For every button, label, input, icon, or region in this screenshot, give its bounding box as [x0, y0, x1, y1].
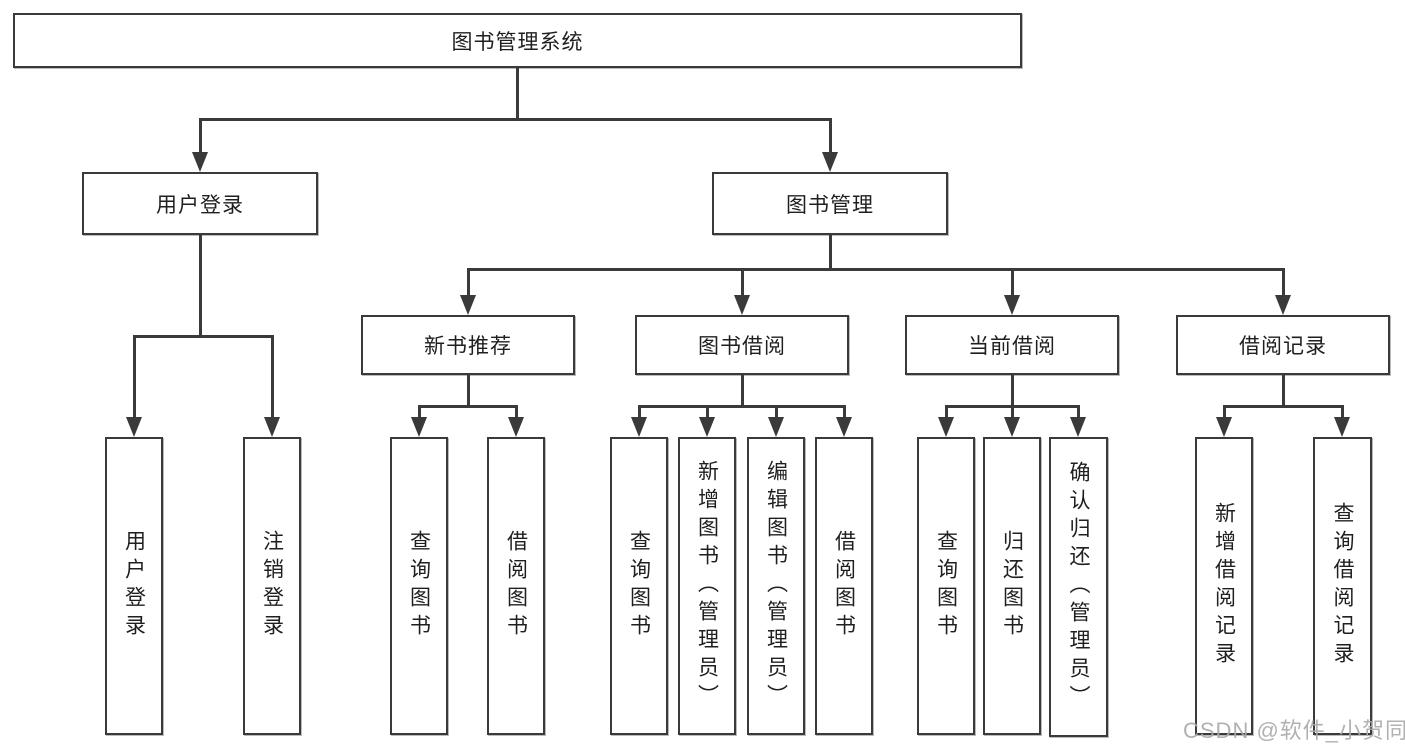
node-user-login-label: 用户登录: [156, 193, 244, 217]
arrowhead-down-icon: [938, 417, 954, 437]
arrowhead-down-icon: [126, 417, 142, 437]
arrowhead-down-icon: [411, 417, 427, 437]
leaf-borrow-books-1: 借阅图书: [487, 437, 545, 735]
connector-book-borrow-stem: [740, 375, 744, 408]
leaf-edit-book-admin: 编辑图书（管理员）: [747, 437, 805, 735]
arrowhead-down-icon: [768, 417, 784, 437]
connector-drop: [842, 405, 846, 419]
node-current-borrow-label: 当前借阅: [968, 335, 1056, 358]
connector-drop: [705, 405, 709, 419]
connector-drop: [514, 405, 518, 419]
node-user-login: 用户登录: [82, 172, 318, 235]
node-new-books-label: 新书推荐: [424, 335, 512, 358]
arrowhead-down-icon: [1334, 417, 1350, 437]
leaf-add-borrow-record: 新增借阅记录: [1195, 437, 1253, 735]
node-current-borrow: 当前借阅: [905, 315, 1119, 375]
arrowhead-down-icon: [631, 417, 647, 437]
connector-drop: [417, 405, 421, 419]
connector-drop-book-mgmt: [828, 118, 832, 154]
arrowhead-down-icon: [460, 295, 476, 315]
leaf-logout: 注销登录: [243, 437, 301, 735]
arrowhead-down-icon: [1216, 417, 1232, 437]
node-book-mgmt-label: 图书管理: [786, 193, 874, 217]
leaf-query-books-2: 查询图书: [610, 437, 668, 735]
leaf-query-books-3: 查询图书: [917, 437, 975, 735]
watermark: CSDN @软件_小贺同学: [1183, 718, 1405, 743]
connector-new-books-stem: [466, 375, 470, 408]
node-borrow-records-label: 借阅记录: [1239, 335, 1327, 358]
leaf-borrow-books-2: 借阅图书: [815, 437, 873, 735]
connector-drop: [637, 405, 641, 419]
leaf-query-borrow-record: 查询借阅记录: [1313, 437, 1372, 735]
connector-root-stem: [515, 68, 519, 120]
node-book-borrow-label: 图书借阅: [698, 335, 786, 358]
connector-drop: [270, 335, 274, 419]
leaf-user-login-label: 用户登录: [122, 530, 146, 642]
leaf-query-books-3-label: 查询图书: [934, 530, 958, 642]
connector-drop: [774, 405, 778, 419]
connector-borrow-records-stem: [1281, 375, 1285, 408]
node-new-books: 新书推荐: [361, 315, 575, 375]
connector-drop-user-login: [198, 118, 202, 154]
arrowhead-down-icon: [508, 417, 524, 437]
connector-drop: [1281, 268, 1285, 297]
node-book-mgmt: 图书管理: [712, 172, 948, 235]
leaf-borrow-books-2-label: 借阅图书: [832, 530, 856, 642]
connector-borrow-records-rail: [1222, 405, 1344, 408]
connector-drop: [944, 405, 948, 419]
connector-level3-rail: [466, 268, 1285, 271]
connector-drop: [1010, 268, 1014, 297]
connector-current-borrow-stem: [1010, 375, 1014, 408]
leaf-borrow-books-1-label: 借阅图书: [504, 530, 528, 642]
leaf-query-books-1: 查询图书: [390, 437, 448, 735]
arrowhead-down-icon: [1070, 417, 1086, 437]
leaf-add-book-admin-label: 新增图书（管理员）: [695, 460, 719, 712]
leaf-logout-label: 注销登录: [260, 530, 284, 642]
arrowhead-down-icon: [836, 417, 852, 437]
leaf-edit-book-admin-label: 编辑图书（管理员）: [764, 460, 788, 712]
leaf-query-books-1-label: 查询图书: [407, 530, 431, 642]
leaf-query-borrow-record-label: 查询借阅记录: [1331, 502, 1354, 670]
connector-drop: [132, 335, 136, 419]
connector-drop: [1340, 405, 1344, 419]
connector-drop: [1076, 405, 1080, 419]
node-root-label: 图书管理系统: [451, 30, 584, 54]
leaf-add-borrow-record-label: 新增借阅记录: [1212, 502, 1236, 670]
arrowhead-down-icon: [699, 417, 715, 437]
connector-drop: [740, 268, 744, 297]
connector-drop: [1222, 405, 1226, 419]
connector-user-login-rail: [132, 335, 274, 338]
arrowhead-down-icon: [822, 152, 838, 172]
leaf-return-book: 归还图书: [983, 437, 1041, 735]
leaf-query-books-2-label: 查询图书: [627, 530, 651, 642]
node-book-borrow: 图书借阅: [635, 315, 849, 375]
arrowhead-down-icon: [1004, 417, 1020, 437]
node-root: 图书管理系统: [13, 13, 1022, 68]
leaf-confirm-return-admin: 确认归还（管理员）: [1049, 437, 1108, 737]
leaf-user-login: 用户登录: [105, 437, 163, 735]
connector-drop: [1010, 405, 1014, 419]
arrowhead-down-icon: [1004, 295, 1020, 315]
connector-new-books-rail: [417, 405, 518, 408]
connector-book-borrow-rail: [637, 405, 846, 408]
connector-user-login-stem: [198, 235, 202, 338]
connector-drop: [466, 268, 470, 297]
leaf-confirm-return-admin-label: 确认归还（管理员）: [1067, 461, 1090, 713]
leaf-return-book-label: 归还图书: [1000, 530, 1024, 642]
arrowhead-down-icon: [734, 295, 750, 315]
leaf-add-book-admin: 新增图书（管理员）: [678, 437, 736, 735]
arrowhead-down-icon: [1275, 295, 1291, 315]
arrowhead-down-icon: [264, 417, 280, 437]
node-borrow-records: 借阅记录: [1176, 315, 1390, 375]
connector-level2-rail: [198, 118, 832, 121]
connector-book-mgmt-stem: [828, 235, 832, 271]
arrowhead-down-icon: [192, 152, 208, 172]
